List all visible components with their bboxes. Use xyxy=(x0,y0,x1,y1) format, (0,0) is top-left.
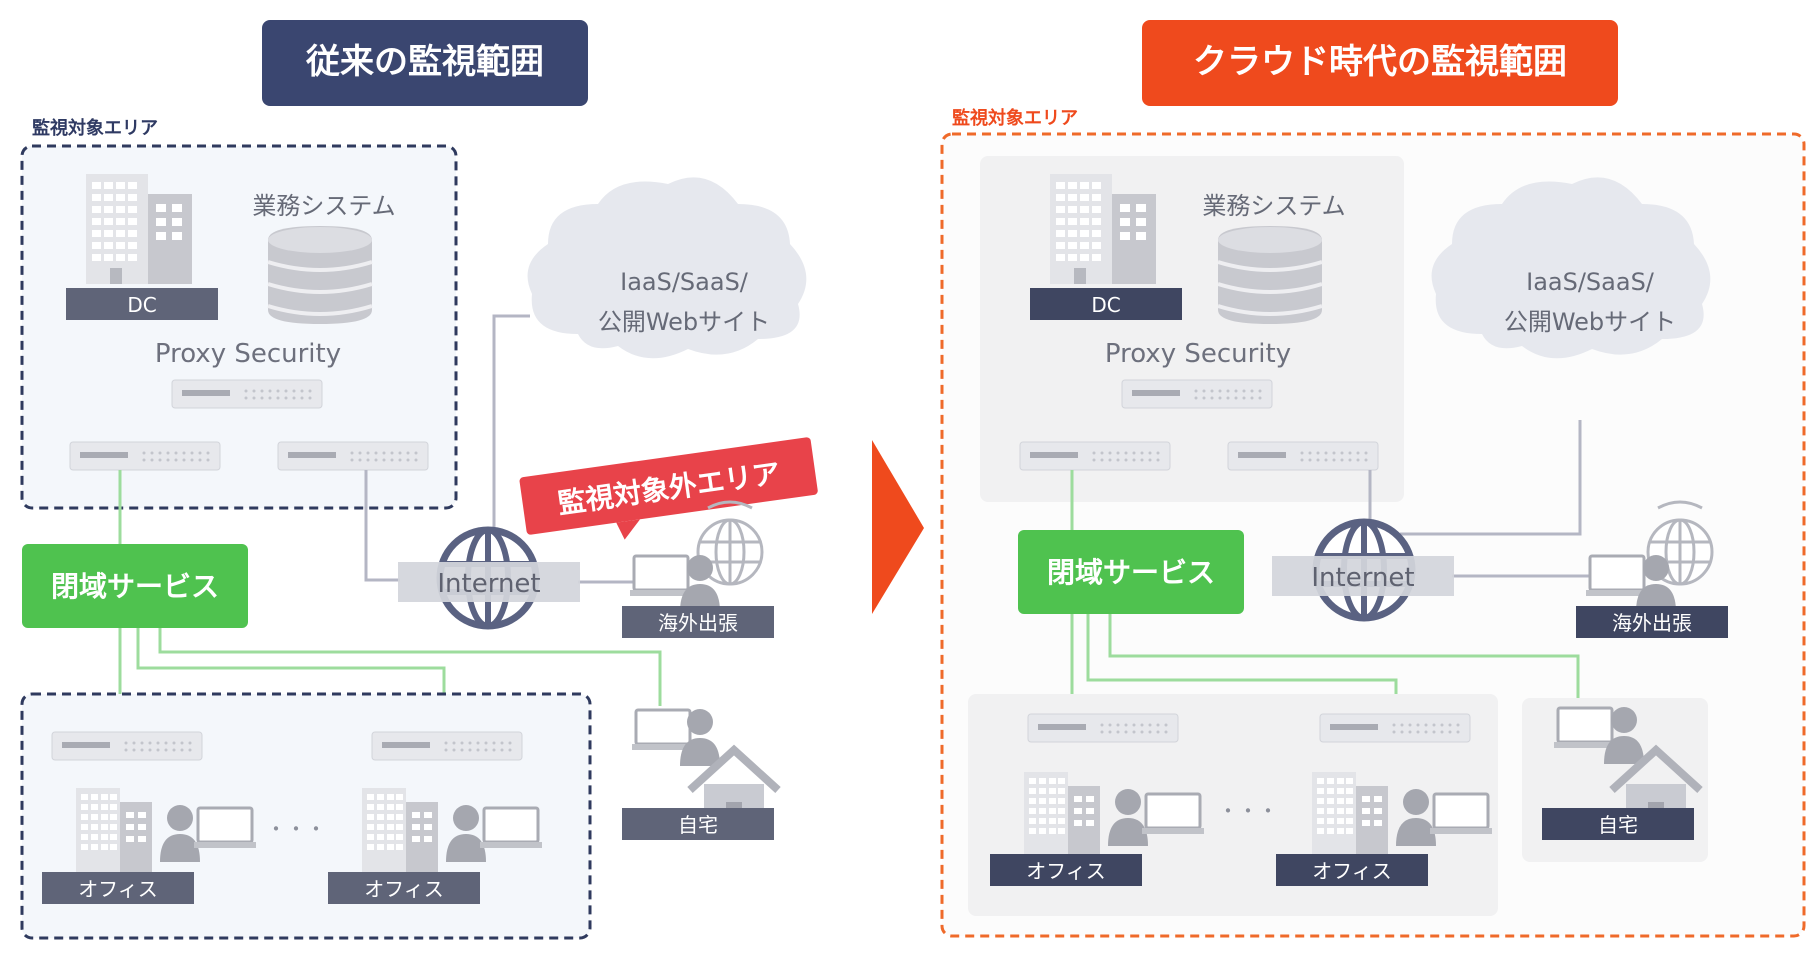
right-home-bar xyxy=(1542,808,1694,840)
left-title-box xyxy=(262,20,588,106)
right-office-b-laptop-icon xyxy=(1428,792,1494,836)
left-office-ellipsis: ・・・ xyxy=(266,817,326,841)
left-area-label: 監視対象エリア xyxy=(32,117,158,139)
office-b-laptop-icon xyxy=(478,806,544,850)
left-home-bar xyxy=(622,808,774,840)
office-b-bar xyxy=(328,872,480,904)
right-router-left-icon xyxy=(1019,441,1171,471)
right-office-a-switch-icon xyxy=(1027,713,1179,743)
left-home-label: 自宅 xyxy=(678,813,718,837)
right-office-ellipsis: ・・・ xyxy=(1218,799,1278,823)
left-internet-label: Internet xyxy=(437,569,540,599)
left-cloud-line1: IaaS/SaaS/ xyxy=(620,268,749,296)
right-area-label: 監視対象エリア xyxy=(952,107,1078,129)
right-title-box xyxy=(1142,20,1618,106)
router-left-icon xyxy=(69,441,221,471)
right-internet-label: Internet xyxy=(1311,563,1414,593)
right-overseas-laptop-icon xyxy=(1584,554,1650,598)
right-internet-bar xyxy=(1272,556,1454,596)
office-b-label: オフィス xyxy=(364,877,444,901)
right-office-b-bar xyxy=(1276,854,1428,886)
right-dc-label: DC xyxy=(1091,293,1120,317)
office-a-laptop-icon xyxy=(192,806,258,850)
transition-arrow-icon xyxy=(872,440,924,614)
left-cloud-line2: 公開Webサイト xyxy=(598,308,770,336)
proxy-security-label: Proxy Security xyxy=(155,339,341,369)
right-cloud-line2: 公開Webサイト xyxy=(1504,308,1676,336)
right-database-icon xyxy=(1216,224,1324,326)
right-home-laptop-icon xyxy=(1552,706,1618,750)
left-internet-bar xyxy=(398,562,580,602)
left-title: 従来の監視範囲 xyxy=(305,42,544,82)
proxy-appliance-icon xyxy=(171,379,323,409)
office-a-label: オフィス xyxy=(78,877,158,901)
outside-area-tag: 監視対象外エリア xyxy=(519,437,818,540)
right-closed-service-box xyxy=(1018,530,1244,614)
right-overseas-label: 海外出張 xyxy=(1612,611,1692,635)
left-overseas-label: 海外出張 xyxy=(658,611,738,635)
right-business-system-label: 業務システム xyxy=(1202,192,1345,220)
right-office-a-bar xyxy=(990,854,1142,886)
right-router-right-icon xyxy=(1227,441,1379,471)
right-office-b-switch-icon xyxy=(1319,713,1471,743)
right-dc-label-bar xyxy=(1030,288,1182,320)
left-overseas-bar xyxy=(622,606,774,638)
left-closed-service-label: 閉域サービス xyxy=(51,570,219,603)
router-right-icon xyxy=(277,441,429,471)
right-office-b-label: オフィス xyxy=(1312,859,1392,883)
database-icon xyxy=(266,224,374,326)
right-proxy-appliance-icon xyxy=(1121,379,1273,409)
right-office-a-laptop-icon xyxy=(1140,792,1206,836)
dc-label: DC xyxy=(127,293,156,317)
office-a-switch-icon xyxy=(51,731,203,761)
right-proxy-security-label: Proxy Security xyxy=(1105,339,1291,369)
left-overseas-laptop-icon xyxy=(628,554,694,598)
right-cloud-line1: IaaS/SaaS/ xyxy=(1526,268,1655,296)
office-a-bar xyxy=(42,872,194,904)
business-system-label: 業務システム xyxy=(252,192,395,220)
right-home-label: 自宅 xyxy=(1598,813,1638,837)
right-closed-service-label: 閉域サービス xyxy=(1047,556,1215,589)
right-title: クラウド時代の監視範囲 xyxy=(1193,42,1567,82)
right-office-a-label: オフィス xyxy=(1026,859,1106,883)
dc-label-bar xyxy=(66,288,218,320)
left-home-laptop-icon xyxy=(630,708,696,752)
right-overseas-bar xyxy=(1576,606,1728,638)
left-closed-service-box xyxy=(22,544,248,628)
office-b-switch-icon xyxy=(371,731,523,761)
